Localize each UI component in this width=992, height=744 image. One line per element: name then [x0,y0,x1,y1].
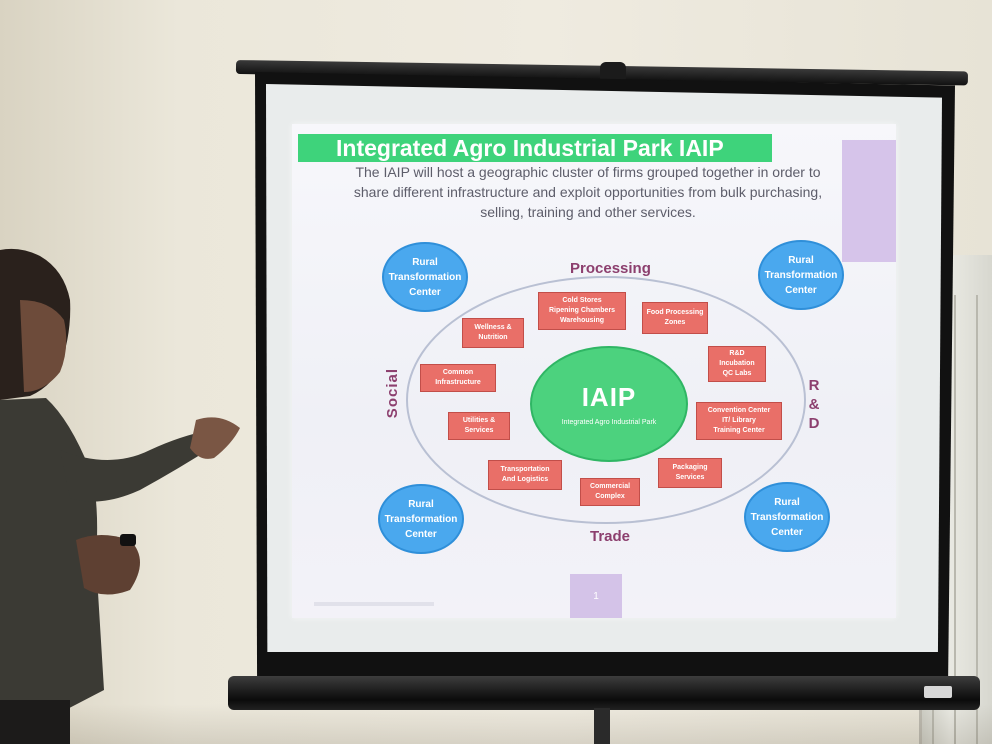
category-trade: Trade [590,528,631,545]
category-processing: Processing [570,260,651,277]
iaip-center-subtitle: Integrated Agro Industrial Park [561,419,657,426]
cluster-ellipse [406,276,806,524]
category-r-and-d: R & D [808,377,820,432]
box-food-processing: Food Processing Zones [642,302,708,334]
screen-hook [600,62,626,80]
floor-shadow [0,704,992,744]
box-common-infrastructure: Common Infrastructure [420,364,496,392]
screen-stand [594,708,610,744]
screen-bottom-roller [228,676,980,710]
box-commercial-complex: Commercial Complex [580,478,640,506]
slide-title: Integrated Agro Industrial Park IAIP [298,134,772,162]
rtc-circle-bottom-right: Rural Transformation Center [744,482,830,552]
iaip-center-title: IAIP [581,382,637,412]
box-wellness-nutrition: Wellness & Nutrition [462,318,524,348]
box-rd-incubation: R&D Incubation QC Labs [708,346,766,382]
box-utilities-services: Utilities & Services [448,412,510,440]
rtc-circle-top-left: Rural Transformation Center [382,242,468,312]
iaip-center-circle: IAIP Integrated Agro Industrial Park [530,346,688,462]
roller-end-cap [924,686,952,698]
slide-corner-decoration [842,140,896,262]
category-social: Social [384,368,401,419]
box-convention-center: Convention Center IT/ Library Training C… [696,402,782,440]
slide-footer-text [314,602,434,606]
rtc-circle-top-right: Rural Transformation Center [758,240,844,310]
box-transportation-logistics: Transportation And Logistics [488,460,562,490]
presentation-slide: Integrated Agro Industrial Park IAIP The… [292,124,896,618]
slide-page-number: 1 [570,574,622,618]
rtc-circle-bottom-left: Rural Transformation Center [378,484,464,554]
slide-intro-text: The IAIP will host a geographic cluster … [353,164,823,220]
presenter-silhouette [0,248,240,744]
box-packaging-services: Packaging Services [658,458,722,488]
box-cold-stores: Cold Stores Ripening Chambers Warehousin… [538,292,626,330]
